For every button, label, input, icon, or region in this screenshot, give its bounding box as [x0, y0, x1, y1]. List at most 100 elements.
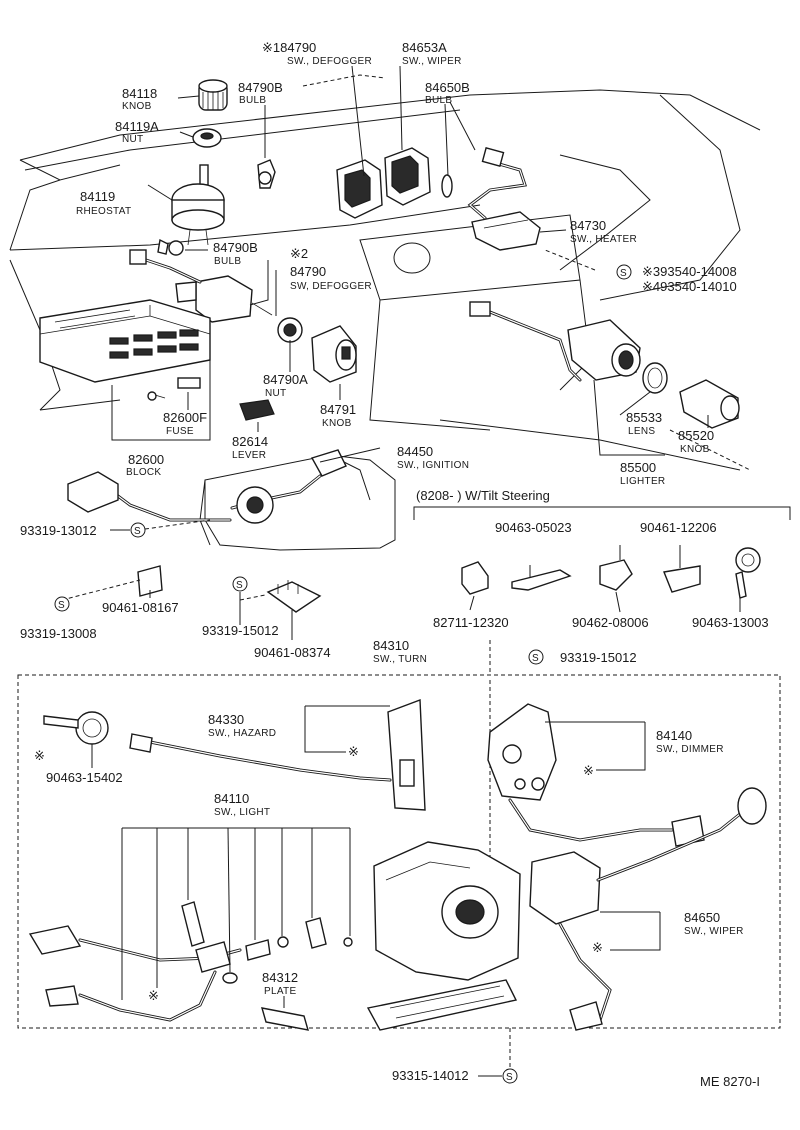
label-84310-name: SW., TURN	[373, 654, 427, 665]
label-84730-name: SW., HEATER	[570, 234, 637, 245]
lens-85533	[642, 362, 668, 394]
label-93319-13008: 93319-13008	[20, 626, 97, 641]
label-84791-name: KNOB	[322, 418, 352, 429]
label-84790B-top-name: BULB	[239, 95, 266, 106]
label-tilt-steering-note: (8208- ) W/Tilt Steering	[416, 488, 550, 503]
defogger-switch-84790-top	[336, 159, 383, 219]
wiper-switch-84650	[529, 787, 767, 1031]
label-84790-mid-name: SW, DEFOGGER	[290, 281, 372, 292]
label-85500-name: LIGHTER	[620, 476, 665, 487]
fuse-slots	[109, 329, 199, 359]
defogger-switch-84790-mid	[129, 249, 273, 323]
asterisk-84110: ※	[148, 988, 159, 1003]
label-85533: 85533	[626, 410, 662, 425]
svg-text:S: S	[620, 268, 627, 279]
part-labels: ※184790 SW., DEFOGGER 84653A SW., WIPER …	[20, 40, 769, 1089]
turn-switch-body-84310	[366, 841, 521, 1031]
svg-text:S: S	[236, 580, 243, 591]
label-93319-13012: 93319-13012	[20, 523, 97, 538]
rheostat-84119	[171, 164, 225, 246]
label-84330: 84330	[208, 712, 244, 727]
label-82600: 82600	[128, 452, 164, 467]
label-84110: 84110	[214, 791, 249, 806]
label-84790-top-name: SW., DEFOGGER	[287, 56, 372, 67]
label-84650-name: SW., WIPER	[684, 926, 744, 937]
drawing-code: ME 8270-I	[700, 1074, 760, 1089]
label-84312-name: PLATE	[264, 986, 296, 997]
label-84119A: 84119A	[115, 119, 159, 134]
label-85520: 85520	[678, 428, 714, 443]
label-93319-15012-a: 93319-15012	[202, 623, 279, 638]
label-84450-name: SW., IGNITION	[397, 460, 469, 471]
label-93540-14010: ※493540-14010	[642, 279, 737, 294]
label-84119: 84119	[80, 189, 115, 204]
label-84790A-name: NUT	[265, 388, 286, 399]
heater-switch-84730	[467, 147, 541, 251]
label-84330-name: SW., HAZARD	[208, 728, 276, 739]
label-84650B: 84650B	[425, 80, 470, 95]
label-84790-top: ※184790	[262, 40, 316, 55]
label-84650: 84650	[684, 910, 720, 925]
label-84791: 84791	[320, 402, 356, 417]
label-84119-name: RHEOSTAT	[76, 206, 131, 217]
bulb-84790B-mid	[157, 238, 184, 256]
knob-84118	[198, 79, 228, 111]
asterisk-84330: ※	[348, 744, 359, 759]
s-mark-93540: S	[616, 264, 632, 280]
label-82711-12320: 82711-12320	[433, 615, 509, 630]
label-84653A-name: SW., WIPER	[402, 56, 462, 67]
label-84140-name: SW., DIMMER	[656, 744, 724, 755]
svg-text:S: S	[506, 1072, 513, 1083]
asterisk-84140: ※	[583, 763, 594, 778]
label-82614-name: LEVER	[232, 450, 266, 461]
label-84312: 84312	[262, 970, 298, 985]
label-mark-2: ※2	[290, 246, 308, 261]
label-93315-14012: 93315-14012	[392, 1068, 469, 1083]
svg-text:S: S	[134, 526, 141, 537]
label-84653A: 84653A	[402, 40, 447, 55]
label-84140: 84140	[656, 728, 692, 743]
label-84110-name: SW., LIGHT	[214, 807, 270, 818]
label-84790-mid: 84790	[290, 264, 326, 279]
s-mark-93315-14012: S	[502, 1068, 518, 1084]
label-84118: 84118	[122, 86, 157, 101]
label-82600F: 82600F	[163, 410, 207, 425]
label-84790B-top: 84790B	[238, 80, 283, 95]
s-mark-93319-13012: S	[130, 522, 146, 538]
lighter-85500	[469, 301, 641, 382]
s-mark-93319-15012-b: S	[528, 649, 544, 665]
label-85520-name: KNOB	[680, 444, 710, 455]
dimmer-switch-84140	[487, 703, 705, 847]
plate-84312	[261, 1007, 309, 1031]
leader-lines	[61, 65, 751, 1008]
label-85533-name: LENS	[628, 426, 655, 437]
svg-text:S: S	[58, 600, 65, 611]
svg-text:S: S	[532, 653, 539, 664]
wiper-switch-84653A	[384, 147, 431, 206]
small-clip-90461-08167	[137, 565, 163, 597]
fuse-block-82600	[39, 299, 211, 383]
clip-90463-15402	[43, 711, 109, 745]
nut-84790A	[277, 317, 303, 343]
lever-82614	[239, 399, 275, 421]
label-90461-12206: 90461-12206	[640, 520, 717, 535]
label-90462-08006: 90462-08006	[572, 615, 649, 630]
bulb-84790B-top	[257, 159, 276, 189]
label-90461-08374: 90461-08374	[254, 645, 331, 660]
s-mark-93319-15012-a: S	[232, 576, 248, 592]
label-85500: 85500	[620, 460, 656, 475]
nut-84119A	[192, 128, 222, 148]
label-93540-14008: ※393540-14008	[642, 264, 737, 279]
label-90463-15402: 90463-15402	[46, 770, 123, 785]
label-82600-name: BLOCK	[126, 467, 161, 478]
knob-85520	[679, 379, 740, 429]
label-84450: 84450	[397, 444, 433, 459]
small-bracket-90461-08374	[266, 580, 322, 613]
fuse-82600F	[147, 377, 201, 401]
bulb-84650B	[441, 174, 453, 198]
label-90461-08167: 90461-08167	[102, 600, 179, 615]
tilt-clips	[461, 547, 761, 599]
hazard-switch-84330	[129, 699, 426, 811]
label-84790B-mid-name: BULB	[214, 256, 241, 267]
